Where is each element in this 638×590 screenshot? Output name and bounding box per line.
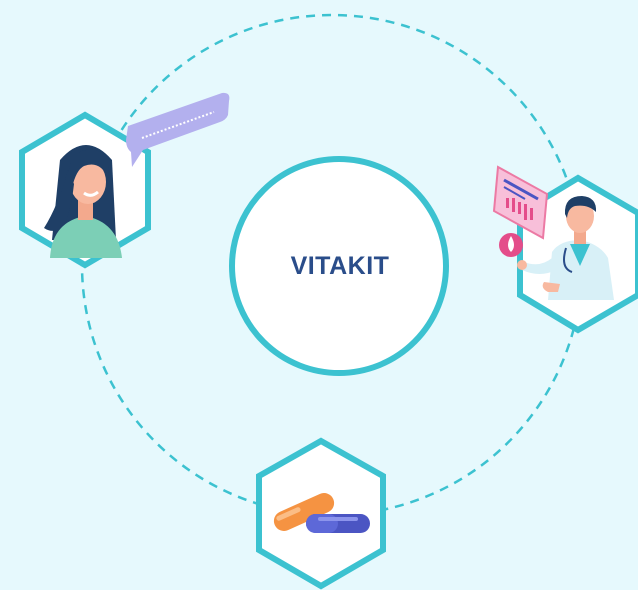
woman-node xyxy=(19,111,151,269)
speech-bubble-icon xyxy=(126,92,230,167)
doctor-node xyxy=(492,165,638,334)
woman-avatar-icon xyxy=(44,145,122,258)
center-circle xyxy=(229,156,449,376)
capsule-pills-icon xyxy=(273,493,370,533)
doctor-icon xyxy=(517,196,614,300)
capsules-node xyxy=(256,437,386,590)
bar-chart-card-icon xyxy=(492,165,549,240)
center-title: VITAKIT xyxy=(290,251,390,280)
blood-drop-icon xyxy=(499,233,523,257)
